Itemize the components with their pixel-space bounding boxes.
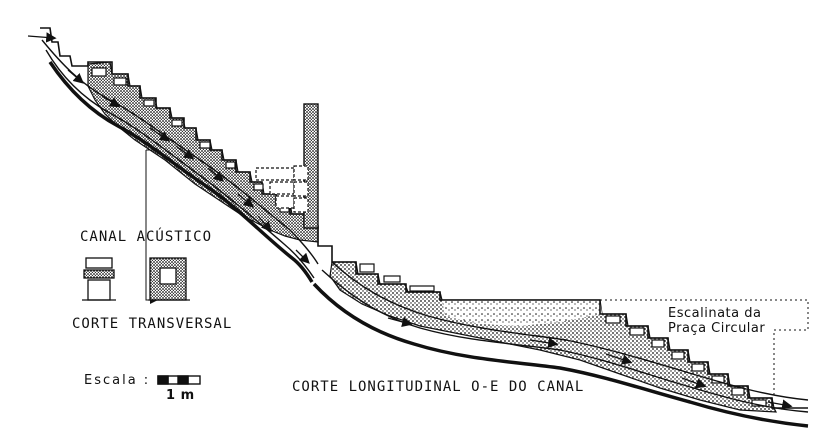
cross-section-2 xyxy=(148,257,190,301)
canal-lower-2 xyxy=(321,269,809,413)
corte-transversal-label: CORTE TRANSVERSAL xyxy=(72,316,233,332)
bedrock-lower xyxy=(312,282,809,428)
flow-arrows xyxy=(27,32,793,410)
upper-steps-outline xyxy=(40,27,808,409)
scale-value-label: 1 m xyxy=(166,388,195,403)
canal-upper xyxy=(41,39,319,265)
step-blocks xyxy=(91,67,767,407)
escalinata-outline xyxy=(440,299,809,398)
canal-acustico-label: CANAL ACÚSTICO xyxy=(80,229,213,245)
escalinata-label-line1: Escalinata da xyxy=(668,306,762,321)
canal-lower xyxy=(45,49,315,279)
upper-fill-mass xyxy=(87,61,319,243)
cross-section-1 xyxy=(82,257,116,301)
canal-upper-2 xyxy=(331,261,809,401)
scale-bar xyxy=(157,375,201,385)
wall-blocks xyxy=(255,165,309,213)
corte-longitudinal-label: CORTE LONGITUDINAL O-E DO CANAL xyxy=(292,379,585,395)
middle-band xyxy=(442,300,602,326)
escala-label: Escala : xyxy=(84,373,151,388)
bedrock-upper xyxy=(48,61,314,283)
escalinata-label-line2: Praça Circular xyxy=(668,321,766,336)
